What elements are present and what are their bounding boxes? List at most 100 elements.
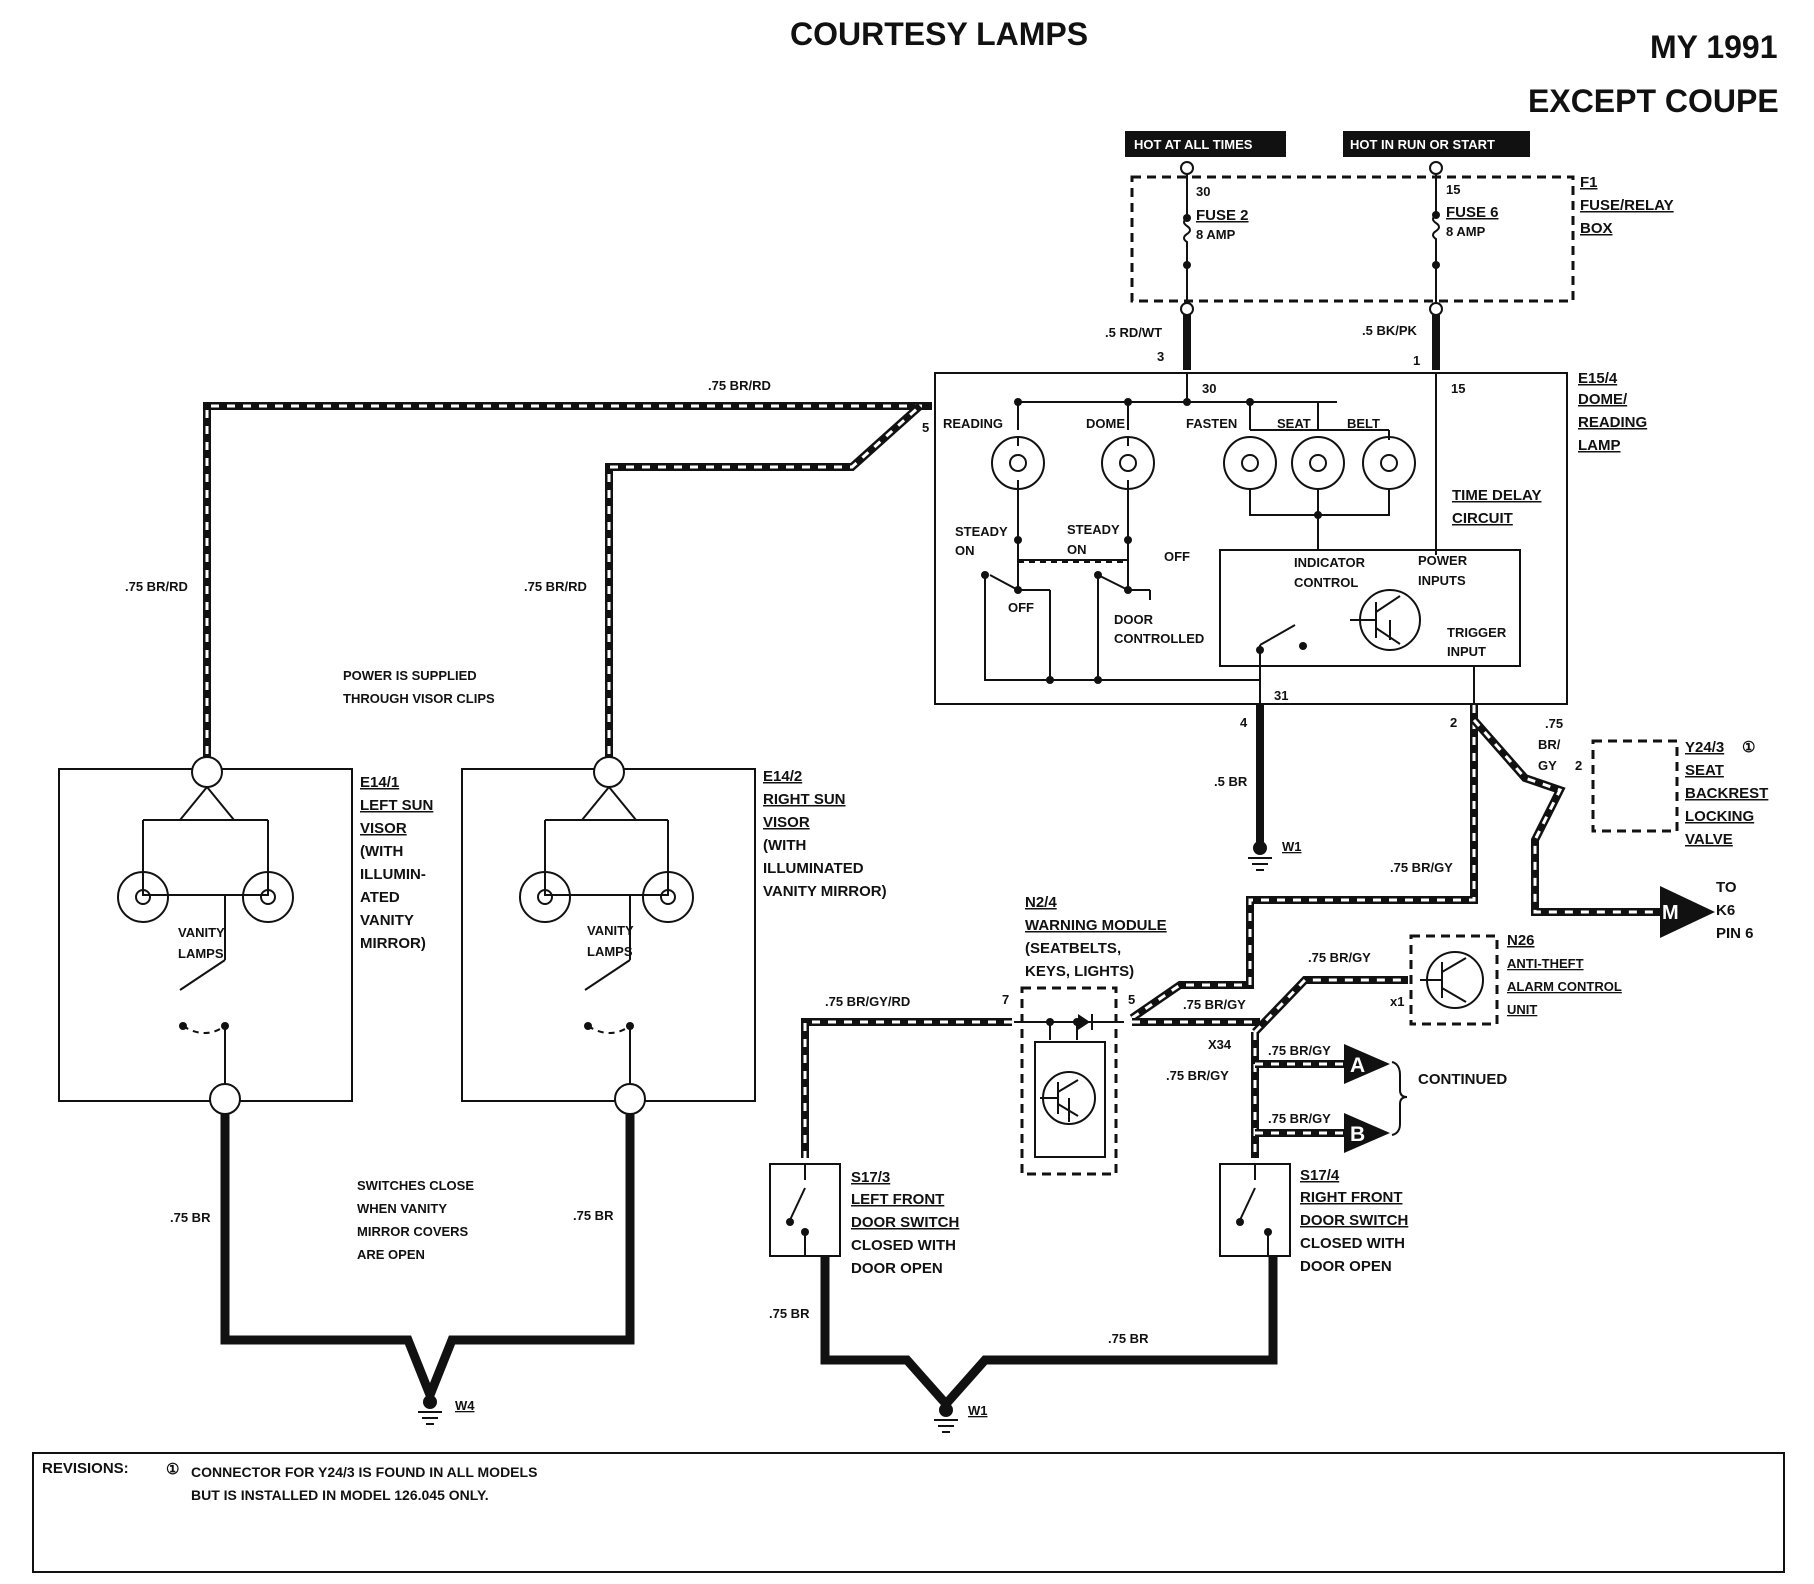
hot-run-label: HOT IN RUN OR START (1350, 137, 1495, 152)
left-visor-id: E14/1 (360, 774, 399, 791)
warning-diode-icon (1078, 1014, 1090, 1030)
rv-switch-dash (587, 1025, 631, 1034)
wire-br-gy-b-label: .75 BR/GY (1268, 1111, 1331, 1126)
wire-br-gy-stack-2: BR/ (1538, 737, 1561, 752)
right-visor-internal (544, 786, 669, 1099)
revisions-mark: ① (166, 1461, 179, 1478)
steady-on-2-b: ON (1067, 542, 1087, 557)
seat-lamp-icon (1291, 436, 1345, 490)
wire-rd-wt-label: .5 RD/WT (1105, 325, 1162, 340)
dome-lamp-housing (934, 372, 1568, 705)
wire-br-gy-pin5-label: .75 BR/GY (1183, 997, 1246, 1012)
belt-lamp-icon (1362, 436, 1416, 490)
time-delay-box (1219, 549, 1521, 667)
alarm-id: N26 (1507, 932, 1535, 949)
warning-l3: KEYS, LIGHTS) (1025, 963, 1134, 980)
continuation-a-label: A (1350, 1054, 1365, 1077)
dome-name-3: LAMP (1578, 437, 1621, 454)
trigger-label: TRIGGER (1447, 625, 1507, 640)
seat-label: SEAT (1277, 416, 1311, 431)
continuation-b-arrow (1344, 1113, 1390, 1153)
left-visor-l3: (WITH (360, 843, 403, 860)
alarm-pin: x1 (1390, 994, 1404, 1009)
alarm-l3: UNIT (1507, 1002, 1537, 1017)
right-visor-clip-top (593, 756, 625, 788)
valve-note-mark: ① (1742, 739, 1755, 756)
right-visor-l1: RIGHT SUN (763, 791, 846, 808)
dome-pin-15: 15 (1451, 381, 1465, 396)
wire-br-left-door-label: .75 BR (769, 1306, 810, 1321)
warning-id: N2/4 (1025, 894, 1057, 911)
revisions-box (32, 1452, 1785, 1573)
off-label-1: OFF (1008, 600, 1034, 615)
dome-pin-3: 3 (1157, 349, 1164, 364)
controlled-label: CONTROLLED (1114, 631, 1204, 646)
bus-node-4 (1246, 398, 1254, 406)
fuse2-terminal-top (1180, 161, 1194, 175)
steady-on-1-a: STEADY (955, 524, 1008, 539)
diagram-title: COURTESY LAMPS (790, 16, 1088, 52)
wire-left-door-feed-stripe (803, 1020, 1012, 1158)
right-visor-clip-bottom (614, 1083, 646, 1115)
right-visor-lamp-1-icon (519, 871, 571, 923)
door-label: DOOR (1114, 612, 1154, 627)
fuse6-node-b (1432, 261, 1440, 269)
dome-label: DOME (1086, 416, 1125, 431)
wire-alarm (1252, 976, 1408, 1035)
right-visor-l3: (WITH (763, 837, 806, 854)
right-visor-lamps-2: LAMPS (587, 944, 633, 959)
fasten-label: FASTEN (1186, 416, 1237, 431)
wire-valve-branch (1470, 717, 1660, 916)
dome-pin-4: 4 (1240, 715, 1248, 730)
ground-w1-bottom-icon (934, 1403, 958, 1433)
wire-door-ground (820, 1256, 1278, 1411)
time-delay-2: CIRCUIT (1452, 510, 1513, 527)
fuse2-terminal-bottom (1180, 302, 1194, 316)
steady-on-2-a: STEADY (1067, 522, 1120, 537)
left-visor-l4: ILLUMIN- (360, 866, 426, 883)
dome-name-1: DOME/ (1578, 391, 1628, 408)
left-visor-lamps-1: VANITY (178, 925, 225, 940)
alarm-transistor-icon (1420, 951, 1484, 1009)
note-switch-2: WHEN VANITY (357, 1201, 447, 1216)
fuse6-terminal-bottom (1429, 302, 1443, 316)
fuse2-pin: 30 (1196, 184, 1210, 199)
model-year: MY 1991 (1650, 29, 1778, 65)
left-visor-l5: ATED (360, 889, 400, 906)
note-switch-1: SWITCHES CLOSE (357, 1178, 474, 1193)
fuse-box-name-2: BOX (1580, 220, 1613, 237)
warning-pin-5: 5 (1128, 992, 1135, 1007)
note-power-2: THROUGH VISOR CLIPS (343, 691, 495, 706)
fuse-relay-box (1130, 175, 1575, 303)
relay-node-2 (1299, 642, 1307, 650)
fuse6-terminal-top (1429, 161, 1443, 175)
wire-br-rd-right-label: .75 BR/RD (524, 579, 587, 594)
ld-node-2 (801, 1228, 809, 1236)
power-label: POWER (1418, 553, 1468, 568)
right-door-switch-contact (1239, 1164, 1269, 1256)
dome-lamp-icon (1101, 436, 1155, 498)
wire-br-gy-stack-3: GY (1538, 758, 1557, 773)
dome-pin-31: 31 (1274, 688, 1288, 703)
off-label-2: OFF (1164, 549, 1190, 564)
left-visor-lamp-1-icon (117, 871, 169, 923)
fuse2-node-b (1183, 261, 1191, 269)
ground-w1-top-icon (1248, 841, 1272, 871)
wire-br-left-visor-label: .75 BR (170, 1210, 211, 1225)
wire-br-gy-stack-1: .75 (1545, 716, 1563, 731)
motor-to-3: PIN 6 (1716, 925, 1754, 942)
fuse2-node-a (1183, 214, 1191, 222)
dome-id: E15/4 (1578, 370, 1618, 387)
wire-br-gy-x34-label: .75 BR/GY (1166, 1068, 1229, 1083)
sel-node-4 (1124, 586, 1132, 594)
fuse-box-id: F1 (1580, 174, 1598, 191)
inputs-label: INPUTS (1418, 573, 1466, 588)
revisions-line-2: BUT IS INSTALLED IN MODEL 126.045 ONLY. (191, 1487, 489, 1503)
hot-always-tag (1125, 131, 1286, 157)
right-visor-l4: ILLUMINATED (763, 860, 864, 877)
continuation-b-label: B (1350, 1123, 1365, 1146)
alarm-l1: ANTI-THEFT (1507, 956, 1584, 971)
seat-backrest-valve-box (1591, 739, 1679, 833)
dome-pin-1: 1 (1413, 353, 1420, 368)
wire-bk-pk-label: .5 BK/PK (1362, 323, 1418, 338)
